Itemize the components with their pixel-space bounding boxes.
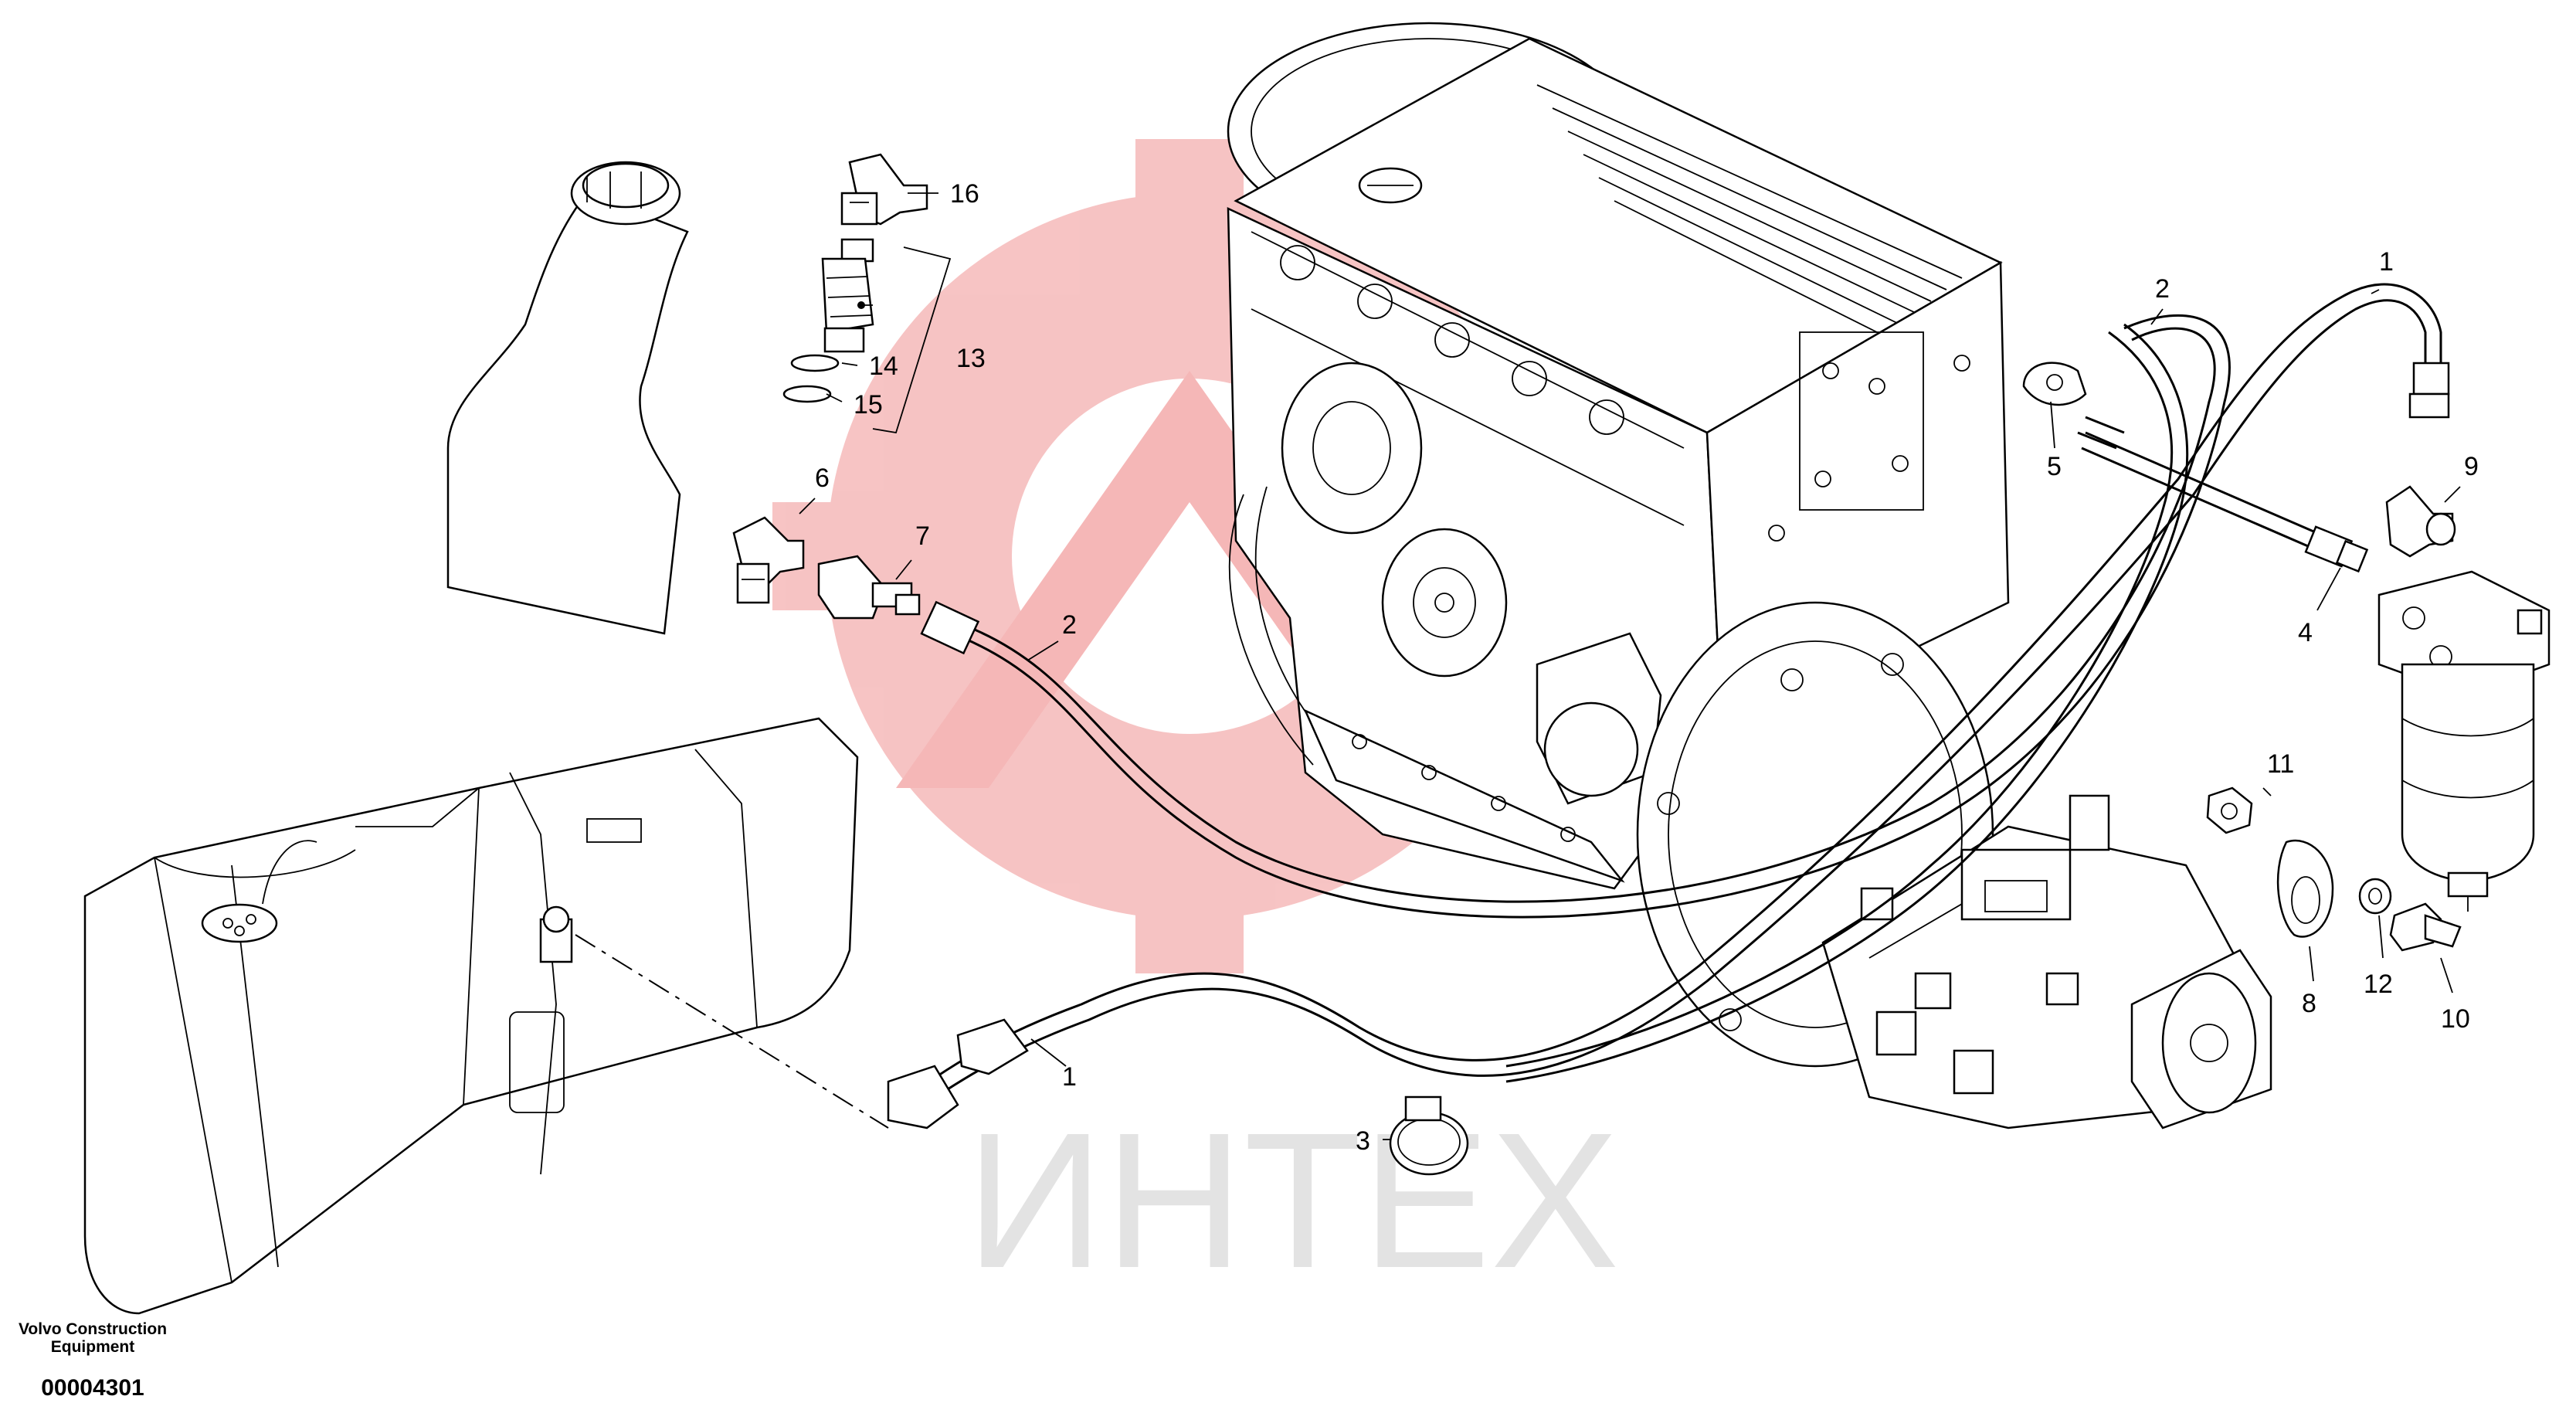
callout-14: 14 [869,352,898,381]
callout-7: 7 [915,521,930,551]
part-14-oring [790,354,840,372]
part-11-nut [2206,786,2253,834]
callout-11: 11 [2267,749,2294,779]
part-9-elbow [2385,485,2456,558]
hose-1 [887,283,2450,1129]
callout-3: 3 [1356,1126,1370,1156]
part-15-oring [782,385,832,403]
callout-9: 9 [2464,452,2479,481]
callout-1-lower: 1 [1062,1062,1077,1092]
part-8-clamp [2276,839,2334,938]
callout-6: 6 [815,464,830,493]
part-5-clip [2022,362,2087,406]
hydraulic-pump [1636,601,2272,1129]
leader-lines [799,192,2461,1140]
leader-tank [575,934,889,1129]
callout-8: 8 [2302,989,2316,1018]
callout-12: 12 [2364,970,2393,999]
hose-2 [920,314,2231,1083]
callout-10: 10 [2441,1004,2470,1034]
callouts: 16 13 14 15 6 7 2 1 3 5 2 1 9 4 11 8 12 … [815,179,2479,1156]
footer: Volvo Construction Equipment 00004301 [19,1320,167,1401]
document-id: 00004301 [41,1375,144,1401]
callout-4: 4 [2298,618,2313,647]
part-6-elbow [732,516,805,604]
part-7-adapter [817,555,921,620]
watermark-text: ИНТЕХ [966,1092,1619,1308]
callout-15: 15 [854,390,883,419]
brand-line-1: Volvo Construction [19,1320,167,1338]
callout-16: 16 [950,179,979,209]
fuel-filter [2377,570,2551,912]
part-3-clamp [1389,1095,1469,1176]
fuel-tank [83,161,859,1315]
callout-2-upper: 2 [2155,274,2170,304]
part-16-elbow [840,153,928,226]
callout-2-lower: 2 [1062,610,1077,640]
callout-13: 13 [956,344,986,373]
callout-1-upper: 1 [2379,247,2394,277]
hose-stub [2077,416,2125,450]
part-12-washer [2358,878,2392,915]
callout-5: 5 [2047,452,2062,481]
part-13-valve [821,238,874,353]
brand-line-2: Equipment [51,1338,135,1356]
part-10-bolt [2389,902,2462,952]
hose-4 [2081,431,2369,573]
